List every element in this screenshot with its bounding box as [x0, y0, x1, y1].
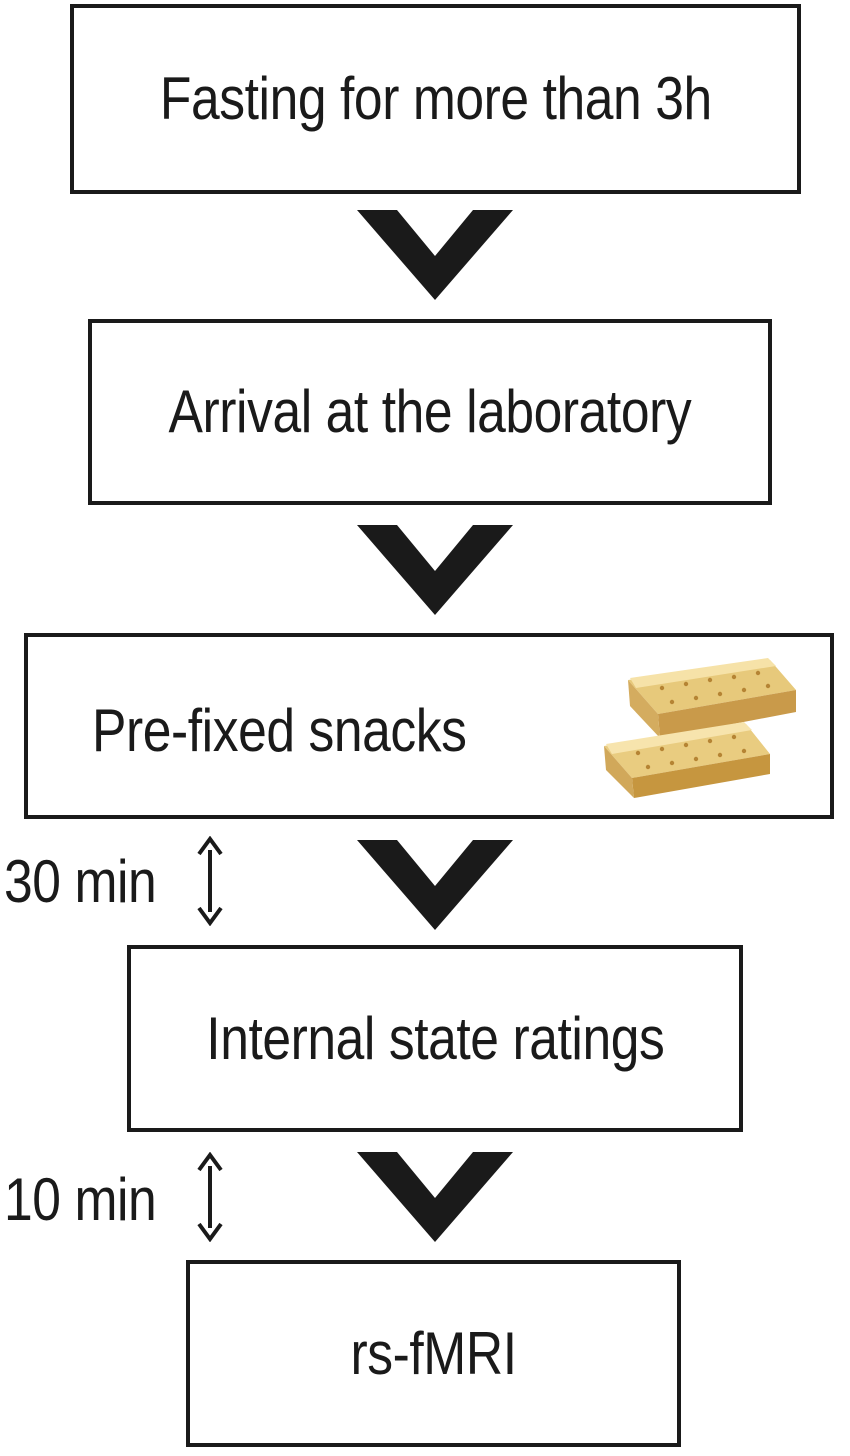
step-label-ratings: Internal state ratings [205, 1004, 665, 1072]
step-box-snacks: Pre-fixed snacks [24, 633, 834, 819]
chevron-down-icon [357, 840, 513, 930]
double-arrow-icon [197, 1152, 223, 1242]
chevron-down-icon [357, 210, 513, 300]
step-box-ratings: Internal state ratings [127, 945, 743, 1132]
interval-label-10min: 10 min [4, 1166, 157, 1233]
interval-label-30min: 30 min [4, 848, 157, 915]
chevron-down-icon [357, 525, 513, 615]
step-box-arrival: Arrival at the laboratory [88, 319, 772, 505]
double-arrow-icon [197, 836, 223, 926]
step-label-arrival: Arrival at the laboratory [168, 378, 692, 445]
step-box-fasting: Fasting for more than 3h [70, 4, 801, 194]
step-label-snacks: Pre-fixed snacks [92, 697, 467, 764]
step-label-rsfmri: rs-fMRI [350, 1319, 517, 1387]
step-box-rsfmri: rs-fMRI [186, 1260, 681, 1447]
step-label-fasting: Fasting for more than 3h [159, 65, 712, 132]
biscuit-icon [604, 658, 796, 798]
chevron-down-icon [357, 1152, 513, 1242]
